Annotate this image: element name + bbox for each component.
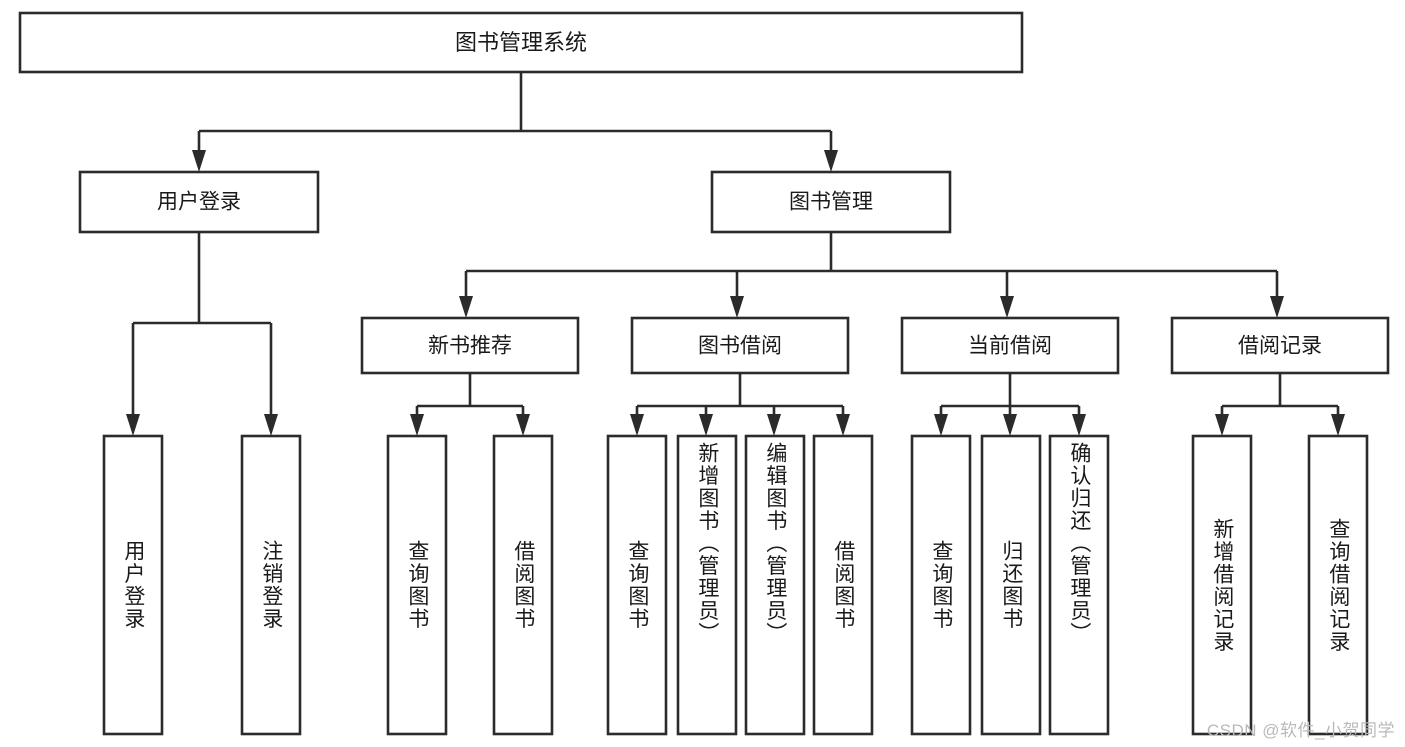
node-leaf-add-record[interactable] bbox=[1191, 434, 1253, 736]
edge-currentborrow-to-leaves bbox=[934, 373, 1086, 436]
edge-bookborrow-to-leaves bbox=[630, 373, 850, 436]
node-leaf-return-book[interactable] bbox=[980, 434, 1042, 736]
node-root[interactable]: 图书管理系统 bbox=[18, 11, 1024, 74]
node-leaf-logout[interactable] bbox=[240, 434, 302, 736]
node-leaf-query-book-a[interactable] bbox=[386, 434, 448, 736]
node-root-label: 图书管理系统 bbox=[455, 30, 587, 55]
node-borrow-record[interactable]: 借阅记录 bbox=[1170, 316, 1390, 375]
node-leaf-query-book-b[interactable] bbox=[606, 434, 668, 736]
node-user-login-label: 用户登录 bbox=[157, 191, 241, 214]
node-leaf-confirm-return[interactable] bbox=[1048, 434, 1110, 736]
node-leaf-query-record[interactable] bbox=[1307, 434, 1369, 736]
node-leaf-user-login[interactable] bbox=[102, 434, 164, 736]
node-book-borrow[interactable]: 图书借阅 bbox=[630, 316, 850, 375]
edge-bookmanage-to-level2 bbox=[459, 232, 1284, 318]
node-leaf-borrow-book-b[interactable] bbox=[812, 434, 874, 736]
node-book-manage[interactable]: 图书管理 bbox=[710, 170, 952, 234]
edge-newbook-to-leaves bbox=[410, 373, 530, 436]
node-user-login[interactable]: 用户登录 bbox=[78, 170, 320, 234]
node-leaf-borrow-book-a[interactable] bbox=[492, 434, 554, 736]
edge-root-to-level1 bbox=[192, 72, 838, 172]
node-leaf-edit-book[interactable] bbox=[744, 434, 806, 736]
csdn-watermark: CSDN @软件_小贺同学 bbox=[1206, 721, 1395, 740]
edge-borrowrecord-to-leaves bbox=[1215, 373, 1345, 436]
node-leaf-add-book[interactable] bbox=[676, 434, 738, 736]
node-leaf-query-book-c[interactable] bbox=[910, 434, 972, 736]
node-new-book-rec-label: 新书推荐 bbox=[428, 335, 512, 358]
node-book-borrow-label: 图书借阅 bbox=[698, 335, 782, 358]
node-book-manage-label: 图书管理 bbox=[789, 191, 873, 214]
node-current-borrow[interactable]: 当前借阅 bbox=[900, 316, 1120, 375]
node-current-borrow-label: 当前借阅 bbox=[968, 335, 1052, 358]
edge-userlogin-to-leaves bbox=[126, 232, 278, 436]
node-new-book-rec[interactable]: 新书推荐 bbox=[360, 316, 580, 375]
node-borrow-record-label: 借阅记录 bbox=[1238, 335, 1322, 358]
